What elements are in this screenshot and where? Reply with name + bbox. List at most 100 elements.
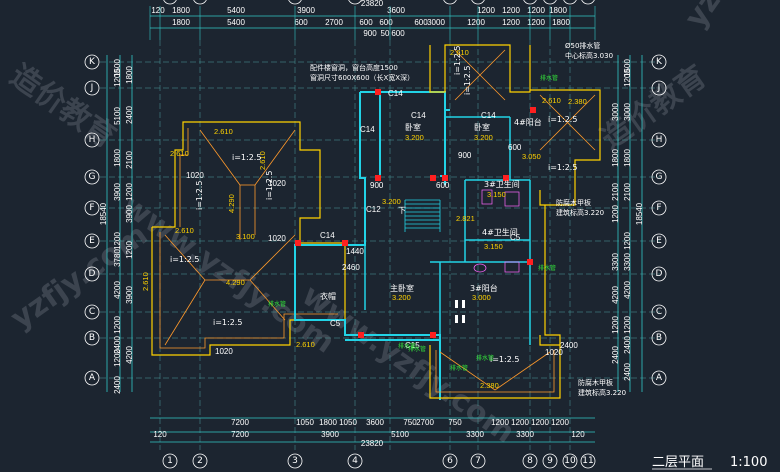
axis-bubble-right [651,200,667,216]
roof-ridge [494,351,551,391]
left-dim-label: 4200 [113,281,122,299]
axis-bubble-bottom [192,453,208,469]
axis-label-bottom: 1 [167,456,173,466]
top-dim-label: 600 [391,29,405,38]
left-dim-label: 1200 [113,232,122,250]
roof-ridge [254,129,296,186]
misc-dim-label: 900 [458,151,472,160]
misc-dim-label: 1440 [346,247,364,256]
column-marker [442,175,448,181]
bottom-dim-label: 3600 [366,418,384,427]
bottom-dim-label: 1050 [339,418,357,427]
room-level-bedroom2: 3.200 [474,133,493,142]
bottom-dim-label: 1200 [511,418,529,427]
axis-label-right: H [656,135,663,145]
left-dim-label: 1200 [113,69,122,87]
top-dim-label: 3900 [297,6,315,15]
right-dim-label: 18540 [635,202,644,225]
deck-note: 建筑标高3.220 [556,208,604,217]
room-name-closet: 衣帽 [320,291,336,301]
column-marker [530,107,536,113]
stair-level: 3.200 [382,197,401,206]
roof-ridge [249,279,286,321]
right-dim-label: 1800 [611,149,620,167]
top-dim-label: 1200 [502,18,520,27]
drain-label: 排水管 [268,300,286,308]
room-name-bedroom2: 卧室 [474,122,490,132]
top-dim-label: 50 [381,29,390,38]
column-marker [375,89,381,95]
room-name-bath4: 4#卫生间 [482,227,518,237]
roof-ridge [164,234,206,281]
door-swing-mark [462,300,465,308]
right-dim-label: 3000 [611,103,620,121]
axis-bubble-top [563,0,577,5]
window-note: 窗洞尺寸600X600（长X宽X深） [310,73,414,82]
top-dim-label: 600 [359,18,373,27]
axis-label-right: D [656,269,663,279]
exterior-wall [294,92,441,400]
roof-outline [429,335,561,399]
room-level-bedroom: 3.200 [405,133,424,142]
axis-label-right: K [656,57,663,67]
misc-dim-label: 600 [508,143,522,152]
axis-bubble-bottom [347,453,363,469]
axis-bubble-left [84,330,100,346]
axis-bubble-right [651,304,667,320]
roof-level-mark: 2.380 [568,97,587,106]
roof-level-mark: 2.610 [450,48,469,57]
left-dim-label: 2400 [113,376,122,394]
misc-dim-label: 1020 [186,171,204,180]
column-marker [527,259,533,265]
axis-label-right: F [656,203,661,213]
window-code: C5 [510,233,521,242]
drain-label: 排水管 [540,74,558,82]
left-dim-label: 1800 [125,66,134,84]
axis-bubble-right [651,266,667,282]
left-dim-label: 18540 [99,202,108,225]
axis-bubble-right [651,80,667,96]
bottom-dim-label: 1800 [319,418,337,427]
stair-direction: 下 [398,206,406,215]
roof-eave [159,232,338,349]
roof-outline [429,44,531,93]
axis-label-left: A [89,373,96,383]
top-total-dim: 23820 [361,0,384,8]
drain-label: 排水管 [476,354,494,362]
axis-label-bottom: 10 [564,456,576,466]
bottom-dim-label: 7200 [231,430,249,439]
top-dim-label: 1800 [549,6,567,15]
roof-ridge [199,129,241,186]
roof-level-mark: 4.290 [226,278,245,287]
right-dim-label: 2400 [623,363,632,381]
axis-bubble-left [84,169,100,185]
roof-slope: i=1:2.5 [195,181,204,210]
top-dim-label: 600 [294,18,308,27]
right-dim-label: 1200 [611,316,620,334]
roof-level-mark: 4.290 [227,194,236,213]
window-code: C14 [388,89,403,98]
axis-bubble-left [84,266,100,282]
roof-outline [530,89,601,206]
top-dim-label: 900 [363,29,377,38]
bottom-dim-label: 1200 [551,418,569,427]
axis-bubble-top [523,0,537,5]
left-dim-label: 2100 [125,151,134,169]
exterior-wall [360,91,450,111]
left-dim-label: 4200 [125,346,134,364]
roof-level-mark: 2.610 [170,149,189,158]
column-marker [358,332,364,338]
left-dim-label: 5100 [113,107,122,125]
axis-label-right: B [656,333,662,343]
misc-dim-label: 1020 [545,348,563,357]
deck-note: 防腐木甲板 [578,378,613,387]
axis-bubble-left [84,200,100,216]
bottom-dim-label: 5100 [391,430,409,439]
roof-slope: i=1:2.5 [213,318,242,327]
roof-slope: i=1:2.5 [170,255,199,264]
drain-label: 排水管 [450,364,468,372]
axis-label-bottom: 3 [292,456,298,466]
window-note: 配件楼窗洞，窗台高度1500 [310,63,398,72]
roof-slope: i=1:2.5 [463,66,472,95]
